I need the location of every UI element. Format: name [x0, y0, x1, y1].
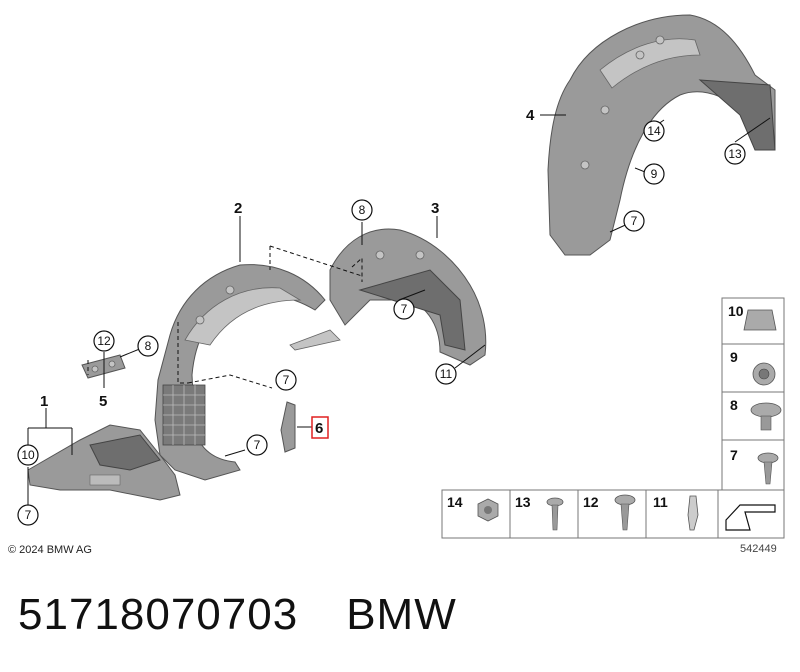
fastener-table-bottom: 14 13 12 11 — [441, 489, 785, 539]
wheel-arch-liner-2 — [154, 264, 326, 481]
callout-10: 10 — [21, 448, 35, 462]
callout-7-d: 7 — [401, 302, 408, 316]
callout-8-b: 8 — [359, 203, 366, 217]
part-labels: 1 2 3 4 5 — [40, 107, 535, 410]
part-number: 51718070703 — [18, 590, 299, 639]
clip-nut-icon — [743, 309, 777, 331]
rivet-icon — [750, 402, 782, 418]
table-label-8: 8 — [730, 397, 738, 413]
callout-circles: 10 7 12 8 7 7 8 7 11 14 9 7 13 — [17, 120, 746, 526]
table-label-12: 12 — [583, 494, 599, 510]
copyright-text: © 2024 BMW AG — [8, 544, 92, 556]
callout-14: 14 — [647, 124, 661, 138]
callout-13: 13 — [728, 147, 742, 161]
brand-name: BMW — [346, 590, 457, 639]
label-5: 5 — [99, 393, 107, 410]
table-label-7: 7 — [730, 447, 738, 463]
screw-icon — [757, 452, 779, 464]
callout-8-a: 8 — [145, 339, 152, 353]
label-3: 3 — [431, 200, 439, 217]
callout-7-b: 7 — [283, 373, 290, 387]
push-clip-icon — [687, 495, 699, 531]
fastener-table-right: 10 9 8 7 — [721, 297, 785, 491]
callout-12: 12 — [97, 334, 111, 348]
underbody-shield-1 — [27, 424, 181, 501]
table-label-11: 11 — [653, 494, 668, 510]
callout-11: 11 — [440, 367, 453, 381]
part-caption: 51718070703 BMW — [18, 590, 505, 640]
wheel-arch-liner-4 — [547, 14, 776, 256]
reference-number: 542449 — [740, 543, 777, 555]
callout-7-a: 7 — [25, 508, 32, 522]
table-label-9: 9 — [730, 349, 738, 365]
highlighted-label-6: 6 — [311, 416, 329, 439]
table-label-10: 10 — [728, 303, 744, 319]
label-2: 2 — [234, 200, 242, 217]
table-label-14: 14 — [447, 494, 463, 510]
callout-7-c: 7 — [254, 438, 261, 452]
callout-9: 9 — [651, 167, 658, 181]
washer-screw-icon — [614, 494, 636, 506]
label-4: 4 — [526, 107, 535, 124]
table-label-13: 13 — [515, 494, 531, 510]
label-1: 1 — [40, 393, 48, 410]
arrow-symbol-icon — [725, 504, 776, 531]
svg-text:6: 6 — [315, 420, 323, 437]
callout-7-e: 7 — [631, 214, 638, 228]
strip-6 — [280, 401, 296, 453]
